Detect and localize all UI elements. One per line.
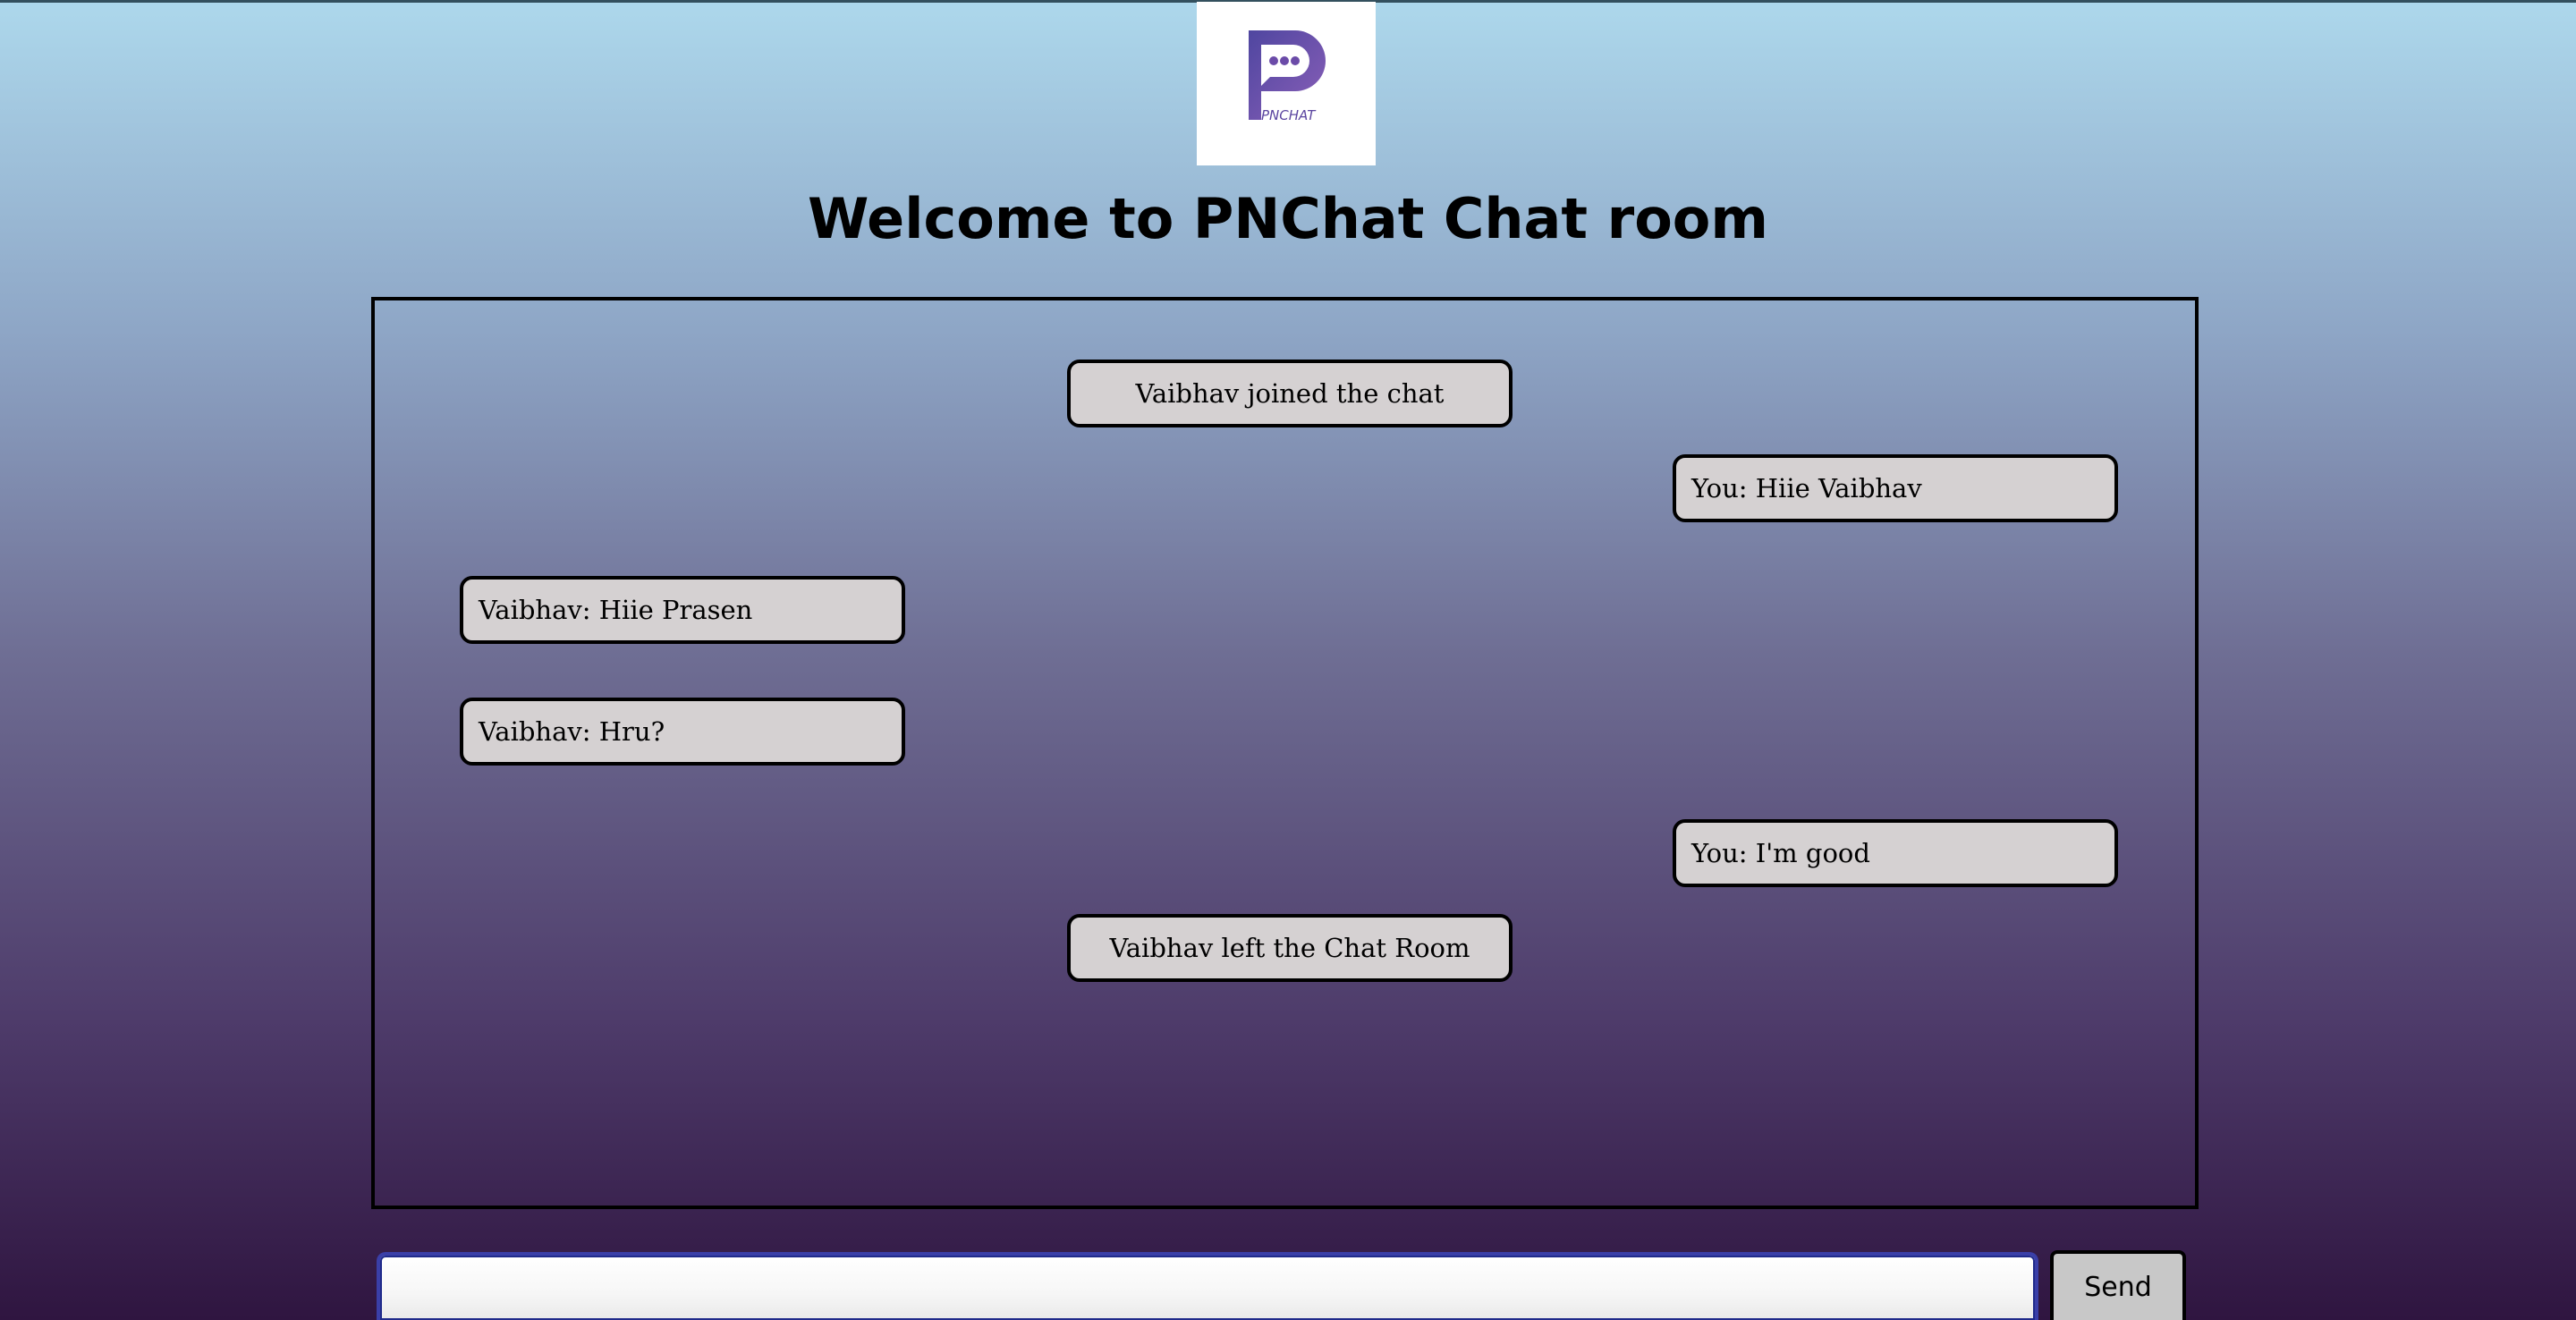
outgoing-message: You: Hiie Vaibhav bbox=[1673, 454, 2118, 522]
send-button[interactable]: Send bbox=[2050, 1250, 2186, 1320]
incoming-message: Vaibhav: Hiie Prasen bbox=[460, 576, 905, 644]
page-title: Welcome to PNChat Chat room bbox=[808, 186, 1768, 251]
logo-wordmark: PNCHAT bbox=[1261, 107, 1317, 123]
message-input[interactable] bbox=[377, 1252, 2038, 1320]
system-message: Vaibhav left the Chat Room bbox=[1067, 914, 1513, 982]
system-message: Vaibhav joined the chat bbox=[1067, 360, 1513, 427]
chat-messages-area[interactable]: Vaibhav joined the chat You: Hiie Vaibha… bbox=[371, 297, 2199, 1209]
outgoing-message: You: I'm good bbox=[1673, 819, 2118, 887]
incoming-message: Vaibhav: Hru? bbox=[460, 698, 905, 766]
pnchat-logo: PNCHAT bbox=[1197, 2, 1376, 165]
chat-bubble-logo-icon: PNCHAT bbox=[1249, 30, 1326, 123]
window-top-edge bbox=[0, 0, 2576, 3]
